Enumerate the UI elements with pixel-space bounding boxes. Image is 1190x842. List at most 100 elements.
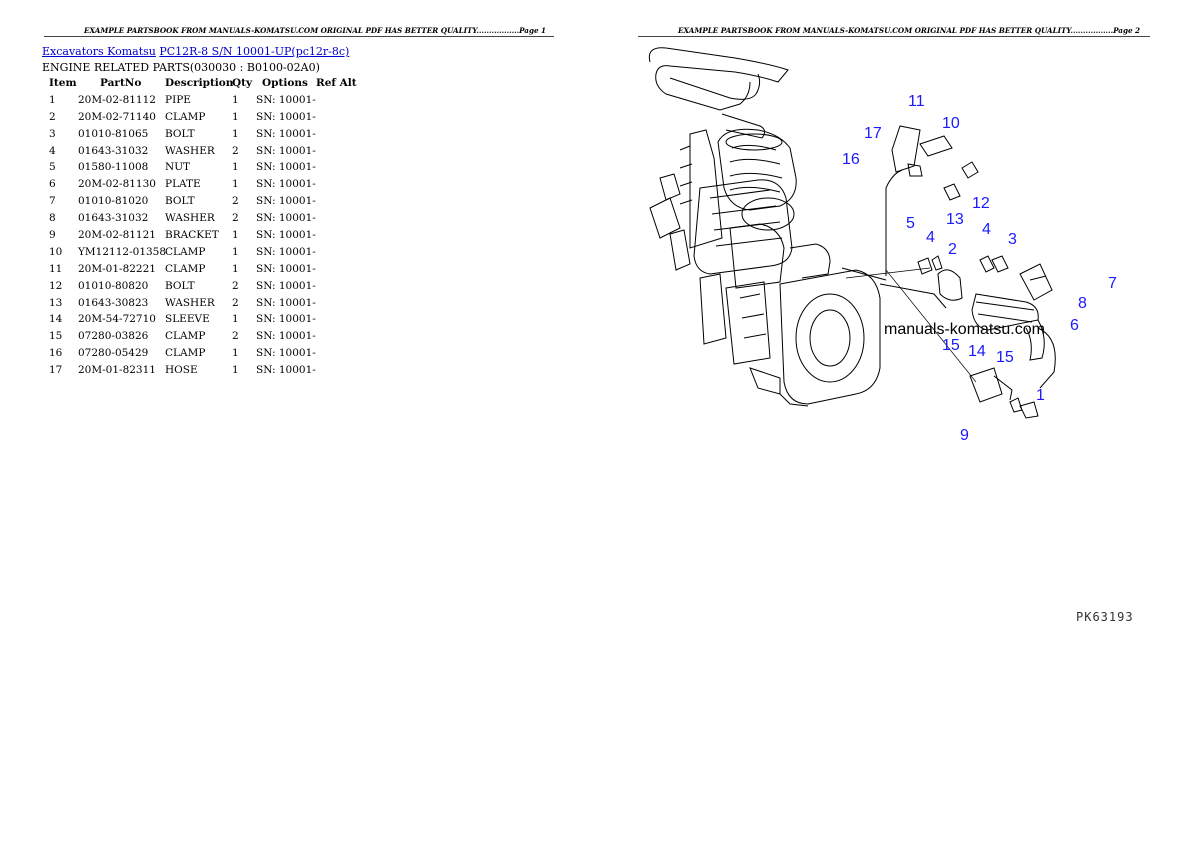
row-partno: 01010-81020	[78, 195, 149, 208]
row-item: 11	[49, 262, 63, 275]
callout-label: 16	[842, 151, 860, 168]
callout-label: 10	[942, 115, 960, 132]
row-description: CLAMP	[165, 110, 206, 123]
row-options: SN: 10001-	[256, 93, 316, 106]
row-item: 3	[49, 127, 56, 140]
row-options: SN: 10001-	[256, 364, 316, 377]
row-options: SN: 10001-	[256, 110, 316, 123]
row-qty: 1	[232, 178, 239, 191]
row-options: SN: 10001-	[256, 296, 316, 309]
row-qty: 1	[232, 262, 239, 275]
row-partno: 01010-81065	[78, 127, 149, 140]
row-description: BOLT	[165, 127, 195, 140]
callout-label: 9	[960, 427, 969, 444]
row-item: 12	[49, 279, 63, 292]
section-title: ENGINE RELATED PARTS(030030 : B0100-02A0…	[42, 61, 320, 74]
row-partno: 20M-02-71140	[78, 110, 156, 123]
breadcrumb: Excavators Komatsu PC12R-8 S/N 10001-UP(…	[42, 45, 349, 58]
row-item: 8	[49, 212, 56, 225]
row-description: BRACKET	[165, 229, 219, 242]
row-description: WASHER	[165, 296, 215, 309]
row-qty: 1	[232, 347, 239, 360]
row-partno: 07280-03826	[78, 330, 149, 343]
row-description: PLATE	[165, 178, 201, 191]
row-qty: 1	[232, 93, 239, 106]
row-partno: YM12112-01358	[78, 245, 167, 258]
row-partno: 07280-05429	[78, 347, 149, 360]
drawing-code: PK63193	[1076, 610, 1134, 624]
row-item: 4	[49, 144, 56, 157]
row-item: 16	[49, 347, 63, 360]
callout-label: 7	[1108, 275, 1117, 292]
row-partno: 20M-02-81130	[78, 178, 156, 191]
row-item: 9	[49, 229, 56, 242]
row-options: SN: 10001-	[256, 127, 316, 140]
callout-label: 6	[1070, 317, 1079, 334]
row-item: 6	[49, 178, 56, 191]
row-partno: 01643-31032	[78, 212, 149, 225]
row-options: SN: 10001-	[256, 178, 316, 191]
row-description: SLEEVE	[165, 313, 210, 326]
breadcrumb-link-model[interactable]: PC12R-8 S/N 10001-UP(pc12r-8c)	[159, 45, 350, 58]
row-options: SN: 10001-	[256, 229, 316, 242]
header-qty: Qty	[232, 77, 253, 89]
callout-label: 3	[1008, 231, 1017, 248]
row-qty: 1	[232, 127, 239, 140]
row-partno: 20M-02-81112	[78, 93, 156, 106]
row-item: 14	[49, 313, 63, 326]
row-qty: 2	[232, 195, 239, 208]
header-options: Options	[262, 77, 308, 89]
row-qty: 2	[232, 144, 239, 157]
row-item: 13	[49, 296, 63, 309]
row-qty: 2	[232, 330, 239, 343]
callout-label: 4	[926, 229, 935, 246]
row-options: SN: 10001-	[256, 313, 316, 326]
row-partno: 01010-80820	[78, 279, 149, 292]
row-qty: 1	[232, 229, 239, 242]
row-description: HOSE	[165, 364, 198, 377]
callout-label: 13	[946, 211, 964, 228]
row-item: 5	[49, 161, 56, 174]
row-partno: 01643-31032	[78, 144, 149, 157]
callout-label: 4	[982, 221, 991, 238]
row-description: NUT	[165, 161, 191, 174]
callout-label: 11	[908, 93, 925, 110]
row-partno: 01643-30823	[78, 296, 149, 309]
row-partno: 01580-11008	[78, 161, 149, 174]
header-partno: PartNo	[100, 77, 142, 89]
callout-label: 17	[864, 125, 882, 142]
row-description: BOLT	[165, 195, 195, 208]
row-qty: 1	[232, 364, 239, 377]
header-rule-right	[638, 36, 1150, 37]
header-item: Item	[49, 77, 77, 89]
row-options: SN: 10001-	[256, 245, 316, 258]
row-item: 10	[49, 245, 63, 258]
row-qty: 2	[232, 212, 239, 225]
row-item: 17	[49, 364, 63, 377]
row-qty: 1	[232, 245, 239, 258]
row-options: SN: 10001-	[256, 330, 316, 343]
row-qty: 1	[232, 161, 239, 174]
row-description: CLAMP	[165, 262, 206, 275]
callout-label: 14	[968, 343, 986, 360]
row-qty: 1	[232, 313, 239, 326]
row-partno: 20M-02-81121	[78, 229, 156, 242]
row-description: PIPE	[165, 93, 191, 106]
row-options: SN: 10001-	[256, 212, 316, 225]
row-options: SN: 10001-	[256, 347, 316, 360]
row-options: SN: 10001-	[256, 279, 316, 292]
callout-label: 12	[972, 195, 990, 212]
row-qty: 2	[232, 279, 239, 292]
breadcrumb-link-excavators[interactable]: Excavators Komatsu	[42, 45, 156, 58]
row-item: 15	[49, 330, 63, 343]
row-item: 2	[49, 110, 56, 123]
row-description: CLAMP	[165, 245, 206, 258]
row-options: SN: 10001-	[256, 195, 316, 208]
row-qty: 1	[232, 110, 239, 123]
row-item: 7	[49, 195, 56, 208]
engine-line-art	[648, 47, 1056, 419]
row-description: CLAMP	[165, 330, 206, 343]
